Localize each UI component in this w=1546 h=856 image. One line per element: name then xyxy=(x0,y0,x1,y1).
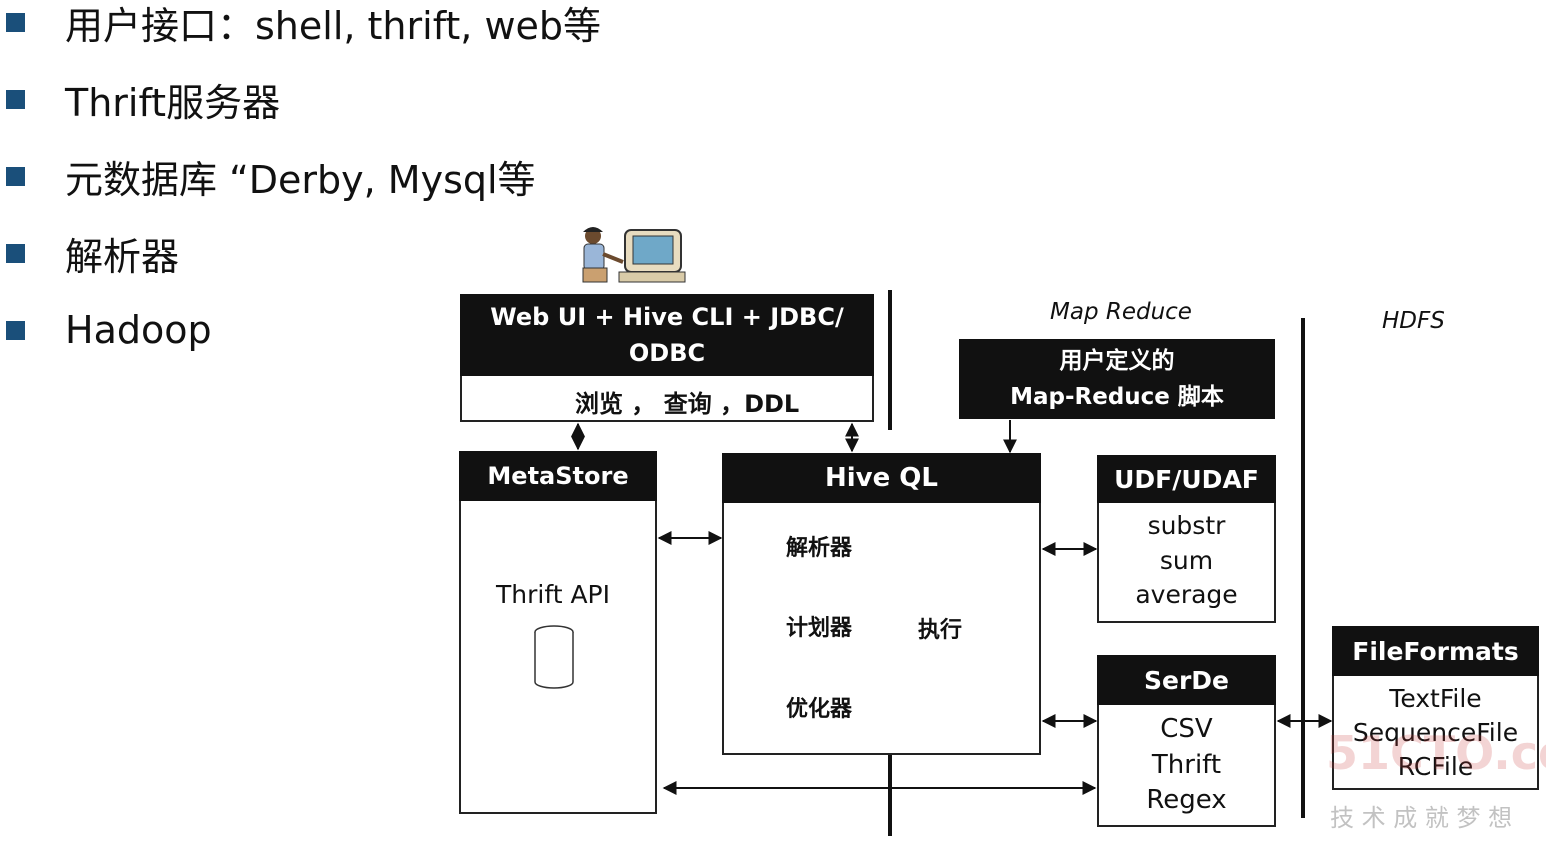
fileformats-title: FileFormats xyxy=(1352,636,1519,666)
serde-title: SerDe xyxy=(1144,665,1229,695)
hdfs-label: HDFS xyxy=(1382,308,1445,334)
bullet-text: 用户接口：shell, thrift, web等 xyxy=(65,3,602,48)
hiveql-header: Hive QL xyxy=(722,453,1041,503)
planner-label: 计划器 xyxy=(786,616,853,641)
udf-item: sum xyxy=(1159,546,1214,575)
serde-header: SerDe xyxy=(1097,655,1276,705)
parser-label: 解析器 xyxy=(786,536,853,561)
hiveql-box xyxy=(722,453,1041,755)
user-computer-icon xyxy=(582,227,686,283)
user-mapreduce-box: 用户定义的 Map-Reduce 脚本 xyxy=(959,339,1275,419)
bullet-item: Hadoop xyxy=(0,308,212,352)
udf-title: UDF/UDAF xyxy=(1114,464,1259,494)
bullet-square-icon xyxy=(6,243,25,263)
serde-item: Regex xyxy=(1146,785,1227,815)
bullet-square-icon xyxy=(6,166,25,186)
bullet-square-icon xyxy=(6,89,25,109)
watermark-logo: 51CTO.com xyxy=(1326,726,1546,780)
bullet-item: 用户接口：shell, thrift, web等 xyxy=(0,0,601,48)
metastore-title: MetaStore xyxy=(487,462,629,490)
bullet-text: Thrift服务器 xyxy=(65,80,281,125)
fileformats-item: SequenceFile xyxy=(1352,718,1519,747)
bullet-square-icon xyxy=(6,12,25,32)
serde-item: CSV xyxy=(1160,714,1213,744)
user-mapreduce-line2: Map-Reduce 脚本 xyxy=(1010,384,1224,410)
divider-line xyxy=(1301,318,1305,818)
executor-label: 执行 xyxy=(918,618,963,643)
bullet-text: Hadoop xyxy=(65,308,212,352)
user-interface-title: Web UI + Hive CLI + JDBC/ ODBC xyxy=(490,303,844,367)
bullet-text: 解析器 xyxy=(65,234,180,279)
user-interface-footer: 浏览 ， 查询 ，DDL xyxy=(575,390,800,418)
hiveql-title: Hive QL xyxy=(825,463,938,493)
bullet-item: Thrift服务器 xyxy=(0,77,280,125)
thrift-api-label: Thrift API xyxy=(496,580,611,609)
optimizer-label: 优化器 xyxy=(786,697,853,722)
bullet-item: 元数据库 “Derby, Mysql等 xyxy=(0,154,536,202)
udf-item: average xyxy=(1135,580,1238,609)
database-icon xyxy=(534,625,574,689)
bullet-text: 元数据库 “Derby, Mysql等 xyxy=(65,157,536,202)
fileformats-item: RCFile xyxy=(1397,752,1474,781)
fileformats-header: FileFormats xyxy=(1332,626,1539,676)
watermark-slogan: 技 术 成 就 梦 想 xyxy=(1330,804,1513,832)
bullet-square-icon xyxy=(6,320,25,340)
user-mapreduce-line1: 用户定义的 xyxy=(1059,348,1175,374)
fileformats-item: TextFile xyxy=(1389,684,1482,713)
serde-item: Thrift xyxy=(1151,750,1222,780)
map-reduce-label: Map Reduce xyxy=(1050,299,1192,325)
user-interface-header: Web UI + Hive CLI + JDBC/ ODBC xyxy=(460,294,874,376)
metastore-header: MetaStore xyxy=(459,451,657,501)
bullet-item: 解析器 xyxy=(0,231,179,279)
udf-header: UDF/UDAF xyxy=(1097,455,1276,503)
udf-item: substr xyxy=(1147,511,1226,540)
divider-line xyxy=(888,290,892,430)
